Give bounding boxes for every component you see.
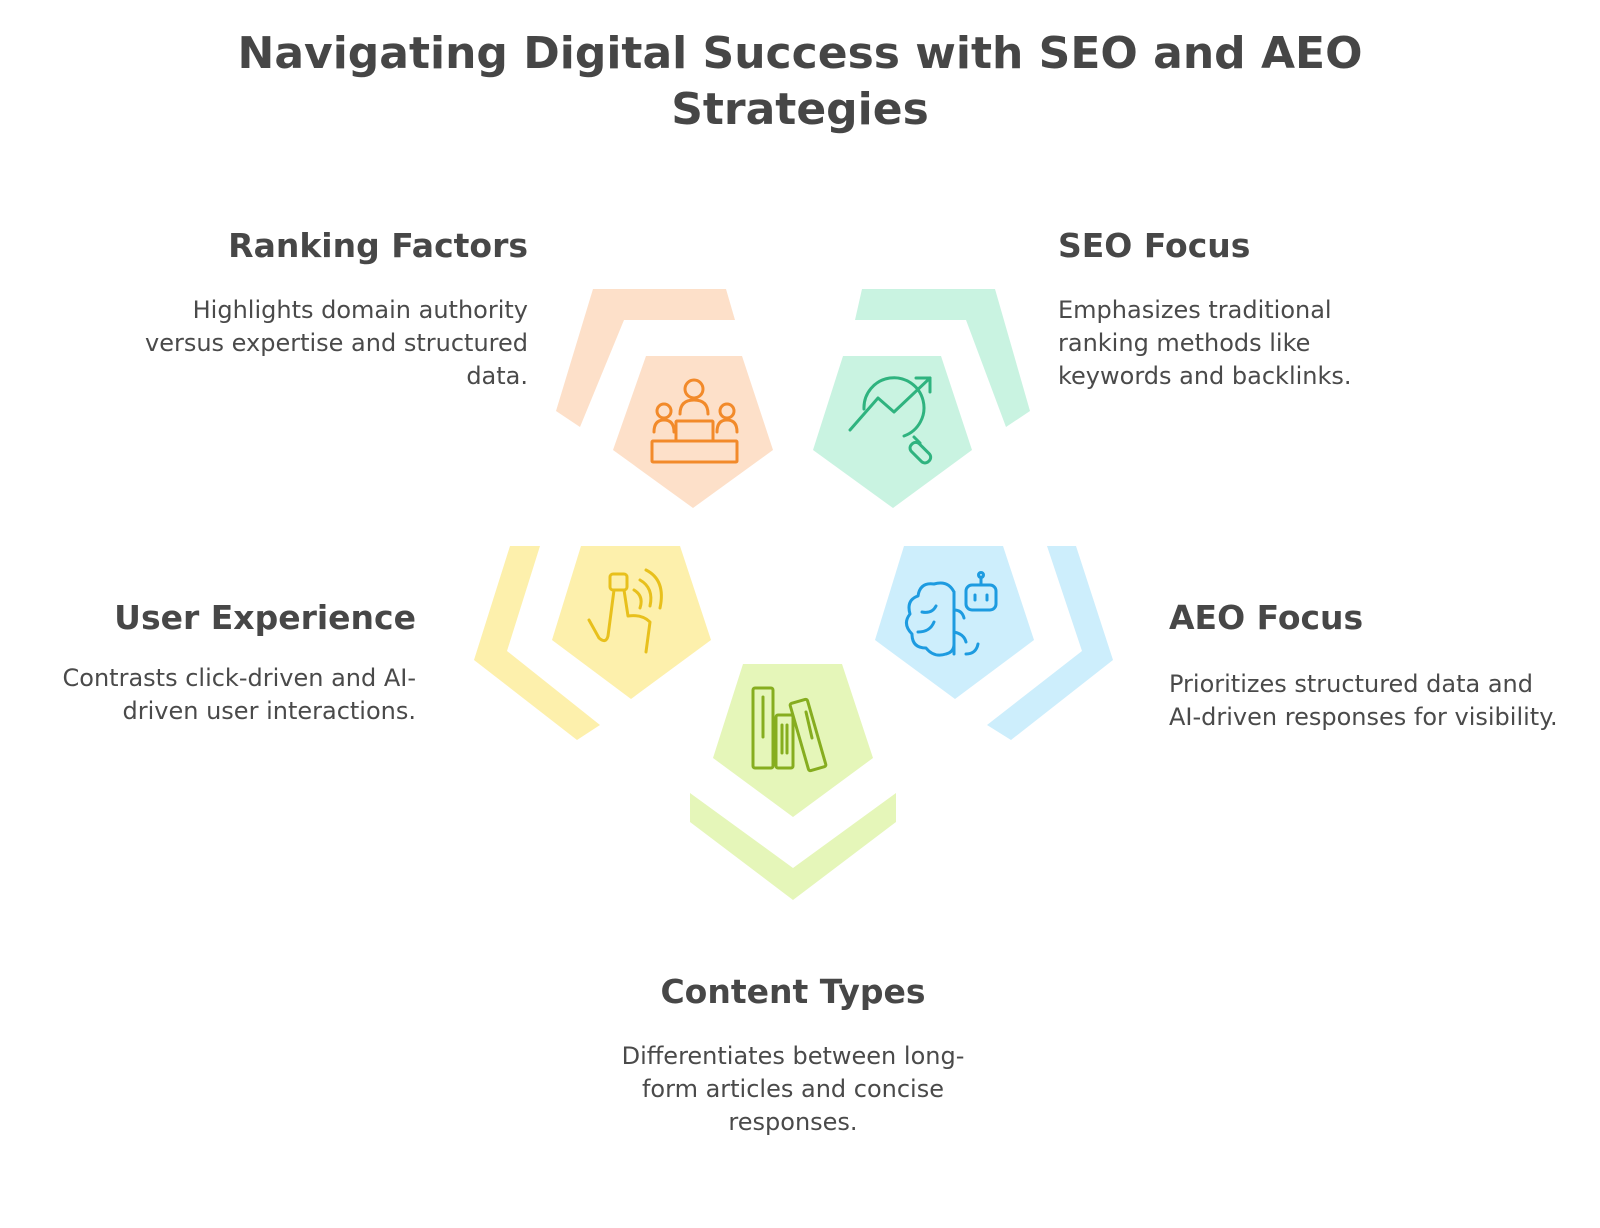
podium-icon [650,378,739,464]
brain-robot-icon [905,571,998,657]
content-types-description: Differentiates between long-form article… [621,1042,965,1136]
user-experience-heading: User Experience [114,598,416,637]
diagram-title: Navigating Digital Success with SEO and … [237,28,1363,135]
aeo-focus-description: Prioritizes structured data and AI-drive… [1169,670,1558,731]
content-types-heading: Content Types [660,972,926,1011]
aeo-focus-heading: AEO Focus [1169,598,1364,637]
user-experience-outer-band [474,546,600,740]
chart-search-icon [848,376,933,465]
aeo-focus-outer-band [987,546,1113,740]
touch-gesture-icon [587,568,663,654]
ranking-factors-outer-band [556,289,735,427]
ranking-factors-heading: Ranking Factors [228,226,528,265]
content-types-outer-band [690,793,896,900]
books-icon [751,686,828,773]
user-experience-description: Contrasts click-driven and AI-driven use… [62,664,416,725]
user-experience-pentagon [552,546,711,699]
seo-focus-pentagon [813,356,972,508]
seo-focus-description: Emphasizes traditional ranking methods l… [1058,296,1352,390]
seo-focus-heading: SEO Focus [1058,226,1251,265]
seo-focus-outer-band [855,289,1030,427]
ranking-factors-description: Highlights domain authority versus exper… [144,296,528,390]
ranking-factors-pentagon [613,356,773,508]
